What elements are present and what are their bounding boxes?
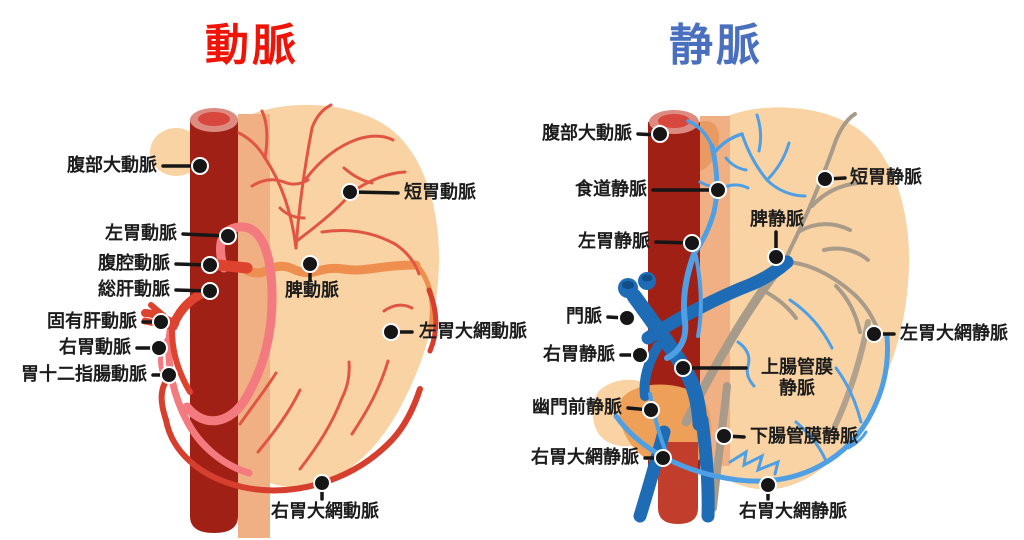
aorta-tube bbox=[190, 120, 238, 533]
fundus-artery-branches bbox=[237, 103, 421, 276]
label-prepyloric-vein: 幽門前静脈 bbox=[532, 397, 622, 418]
lower-body-artery-branches bbox=[238, 303, 414, 471]
artery-leader-dots bbox=[150, 157, 400, 492]
portal-vein-stubs bbox=[618, 272, 656, 298]
vein-diagram-illustration bbox=[592, 107, 910, 524]
artery-diagram-title: 動脈 bbox=[205, 20, 299, 71]
vein-leader-dots bbox=[618, 125, 883, 494]
label-left-gastric-artery: 左胃動脈 bbox=[105, 223, 177, 244]
label-right-gastroepiploic-vein: 右胃大網静脈 bbox=[531, 447, 639, 468]
label-splenic-vein: 脾静脈 bbox=[750, 209, 804, 230]
label-esophageal-vein: 食道静脈 bbox=[575, 179, 647, 200]
label-left-gastroepiploic-vein: 左胃大網静脈 bbox=[900, 323, 1008, 344]
label-short-gastric-artery: 短胃動脈 bbox=[404, 182, 476, 203]
stomach-cardia-nub bbox=[150, 128, 202, 176]
label-abdominal-aorta-artery: 腹部大動脈 bbox=[67, 155, 157, 176]
label-splenic-artery: 脾動脈 bbox=[285, 280, 339, 301]
label-right-gastric-artery: 右胃動脈 bbox=[59, 337, 131, 358]
artery-diagram-illustration bbox=[135, 103, 440, 538]
label-inferior-mesenteric-vein: 下腸管膜静脈 bbox=[750, 426, 858, 447]
vein-leader-lines bbox=[606, 132, 896, 501]
label-gastroduodenal-artery: 胃十二指腸動脈 bbox=[21, 364, 147, 385]
label-abdominal-aorta-vein-side: 腹部大動脈 bbox=[542, 123, 632, 144]
label-left-gastric-vein: 左胃静脈 bbox=[578, 231, 650, 252]
label-celiac-artery: 腹腔動脈 bbox=[98, 253, 170, 274]
label-short-gastric-vein: 短胃静脈 bbox=[850, 167, 922, 188]
aorta-opening-lumen bbox=[198, 112, 230, 126]
label-right-gastroepiploic-vein-bottom: 右胃大網静脈 bbox=[739, 501, 847, 522]
label-proper-hepatic-artery: 固有肝動脈 bbox=[47, 311, 137, 332]
aorta-opening-lumen bbox=[658, 114, 690, 128]
label-common-hepatic-artery: 総肝動脈 bbox=[98, 279, 170, 300]
label-portal-vein: 門脈 bbox=[566, 306, 602, 327]
label-superior-mesenteric-vein: 上腸管膜 静脈 bbox=[761, 357, 833, 399]
vein-diagram-title: 静脈 bbox=[669, 20, 763, 71]
label-right-gastroepiploic-artery: 右胃大網動脈 bbox=[271, 501, 379, 522]
label-left-gastroepiploic-artery: 左胃大網動脈 bbox=[419, 321, 527, 342]
label-right-gastric-vein: 右胃静脈 bbox=[543, 344, 615, 365]
